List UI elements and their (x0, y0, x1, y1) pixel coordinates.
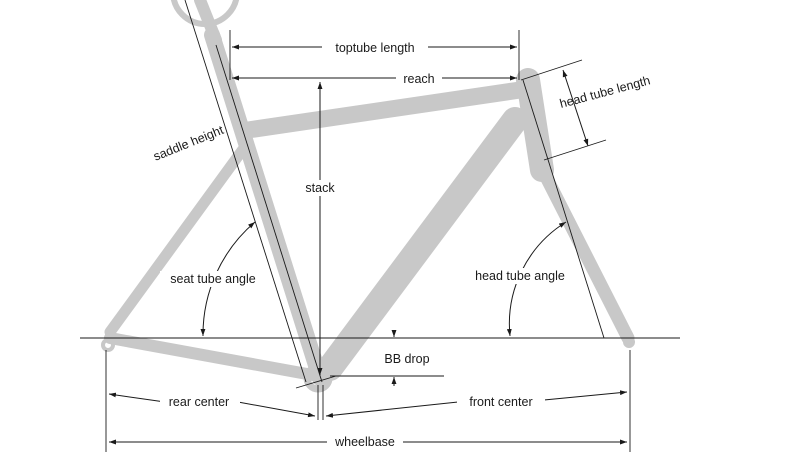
reach-label: reach (403, 72, 434, 86)
fork (533, 158, 635, 345)
construction-lines (80, 0, 680, 452)
head-tube (516, 68, 554, 182)
stack-label: stack (305, 181, 335, 195)
headtube-ext-top (520, 59, 583, 81)
front-center-label: front center (469, 395, 532, 409)
front-center-arrow-right (543, 390, 628, 401)
rear-center-arrow-left (108, 392, 166, 403)
seat-tube-axis (215, 44, 323, 383)
toptube-length-label: toptube length (335, 41, 414, 55)
head-tube-angle-label: head tube angle (475, 269, 565, 283)
saddle-height-axis (184, 0, 307, 383)
wheelbase-label: wheelbase (334, 435, 395, 449)
seat-tube (204, 27, 328, 386)
headtube-ext-bottom (543, 139, 607, 161)
front-center-arrow-left (325, 401, 459, 418)
rear-center-arrow-right (237, 401, 316, 418)
rear-dropout (101, 338, 115, 352)
seat-stay (104, 142, 250, 338)
down-tube (317, 107, 528, 381)
top-tube (239, 81, 529, 139)
head-tube-length-arrow (562, 69, 589, 147)
bb-drop-label: BB drop (384, 352, 429, 366)
saddle-height-tick (295, 375, 337, 389)
saddle-height-label: saddle height (151, 123, 226, 164)
seat-tube-angle-label: seat tube angle (170, 272, 256, 286)
rear-center-label: rear center (169, 395, 229, 409)
steering-axis (522, 79, 605, 339)
head-tube-length-label: head tube length (558, 73, 652, 111)
chain-stay (104, 332, 324, 382)
bike-frame (101, 0, 635, 393)
